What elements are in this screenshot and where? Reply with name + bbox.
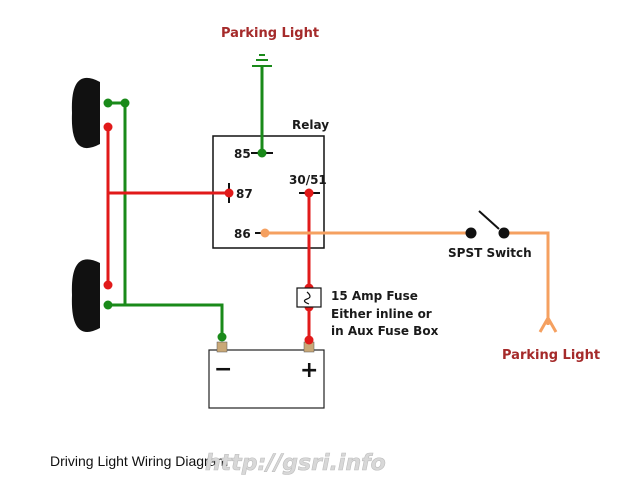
diagram-title: Driving Light Wiring Diagram [50, 453, 228, 469]
junction-battery-neg [217, 332, 227, 342]
parking-light-arrow [538, 314, 558, 333]
junction-battery-pos [304, 335, 314, 345]
switch-contact-left [465, 227, 477, 239]
headlight-upper [71, 77, 100, 149]
battery-neg-terminal [216, 341, 228, 353]
junction-85 [257, 148, 267, 158]
ground-symbol [252, 54, 272, 67]
switch-contact-right [498, 227, 510, 239]
junction-light-upper-red [103, 122, 113, 132]
relay-label: Relay [292, 118, 329, 132]
switch-label: SPST Switch [448, 246, 532, 260]
battery-box [208, 349, 325, 409]
junction-light-lower-red [103, 280, 113, 290]
junction-86 [260, 228, 270, 238]
pin-85-label: 85 [234, 147, 251, 161]
fuse-element [303, 291, 311, 305]
pin-86-label: 86 [234, 227, 251, 241]
red-wires [106, 127, 311, 340]
junction-light-upper-green [103, 98, 113, 108]
parking-light-label-right: Parking Light [502, 348, 600, 363]
parking-light-label-top: Parking Light [221, 26, 319, 41]
pin-3051-label: 30/51 [289, 173, 327, 187]
headlight-lower [71, 259, 100, 332]
switch-lever [478, 210, 500, 230]
fuse-label-line1: 15 Amp Fuse [331, 289, 418, 303]
watermark: http://gsri.info [205, 451, 386, 476]
junction-light-upper-green-right [120, 98, 130, 108]
fuse-label-line3: in Aux Fuse Box [331, 324, 439, 338]
battery-positive-symbol: + [300, 358, 318, 383]
junction-3051 [304, 188, 314, 198]
junction-87 [224, 188, 234, 198]
orange-wires [265, 231, 550, 325]
pin-87-label: 87 [236, 187, 253, 201]
junction-light-lower-green [103, 300, 113, 310]
fuse-label-line2: Either inline or [331, 307, 432, 321]
battery-negative-symbol: − [214, 357, 232, 382]
